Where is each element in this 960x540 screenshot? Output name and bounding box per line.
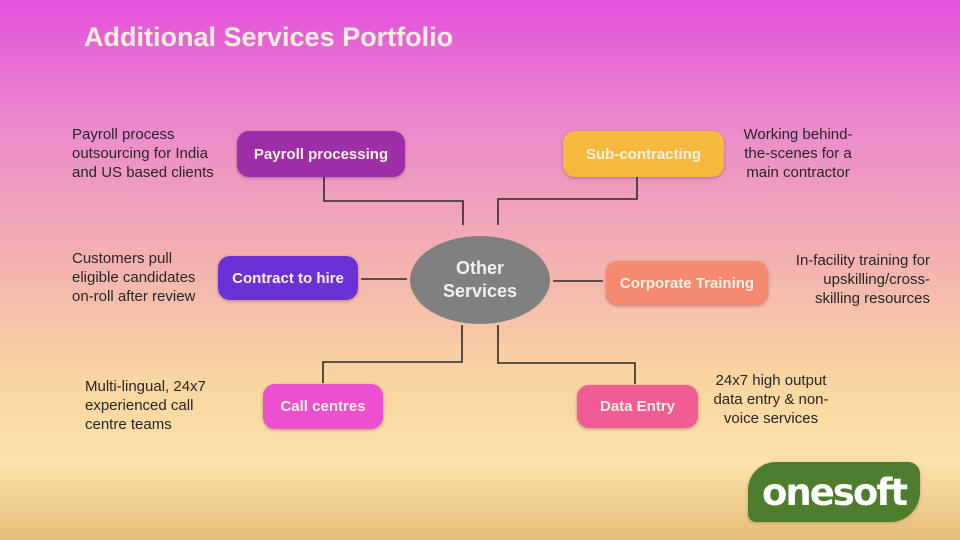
connector-call-centres: [322, 325, 463, 383]
node-corporate-training: Corporate Training: [606, 261, 768, 305]
page-title: Additional Services Portfolio: [84, 22, 454, 52]
connector-sub-contracting: [497, 177, 638, 225]
node-contract-to-hire: Contract to hire: [218, 256, 358, 300]
node-sub-contracting: Sub-contracting: [563, 131, 724, 177]
description-sub-contracting: Working behind- the-scenes for a main co…: [743, 126, 853, 181]
onesoft-logo: onesoft: [748, 462, 920, 522]
node-call-centres: Call centres: [263, 384, 383, 429]
description-payroll-processing: Payroll process outsourcing for India an…: [72, 126, 214, 181]
node-data-entry: Data Entry: [577, 385, 698, 428]
description-corporate-training: In-facility training for upskilling/cros…: [795, 252, 930, 307]
description-call-centres: Multi-lingual, 24x7 experienced call cen…: [85, 378, 206, 433]
connector-payroll-processing: [323, 177, 464, 225]
description-data-entry: 24x7 high output data entry & non- voice…: [713, 372, 829, 427]
connector-data-entry: [497, 325, 636, 384]
center-node-other-services: Other Services: [410, 236, 550, 324]
description-contract-to-hire: Customers pull eligible candidates on-ro…: [72, 250, 196, 305]
node-payroll-processing: Payroll processing: [237, 131, 405, 177]
